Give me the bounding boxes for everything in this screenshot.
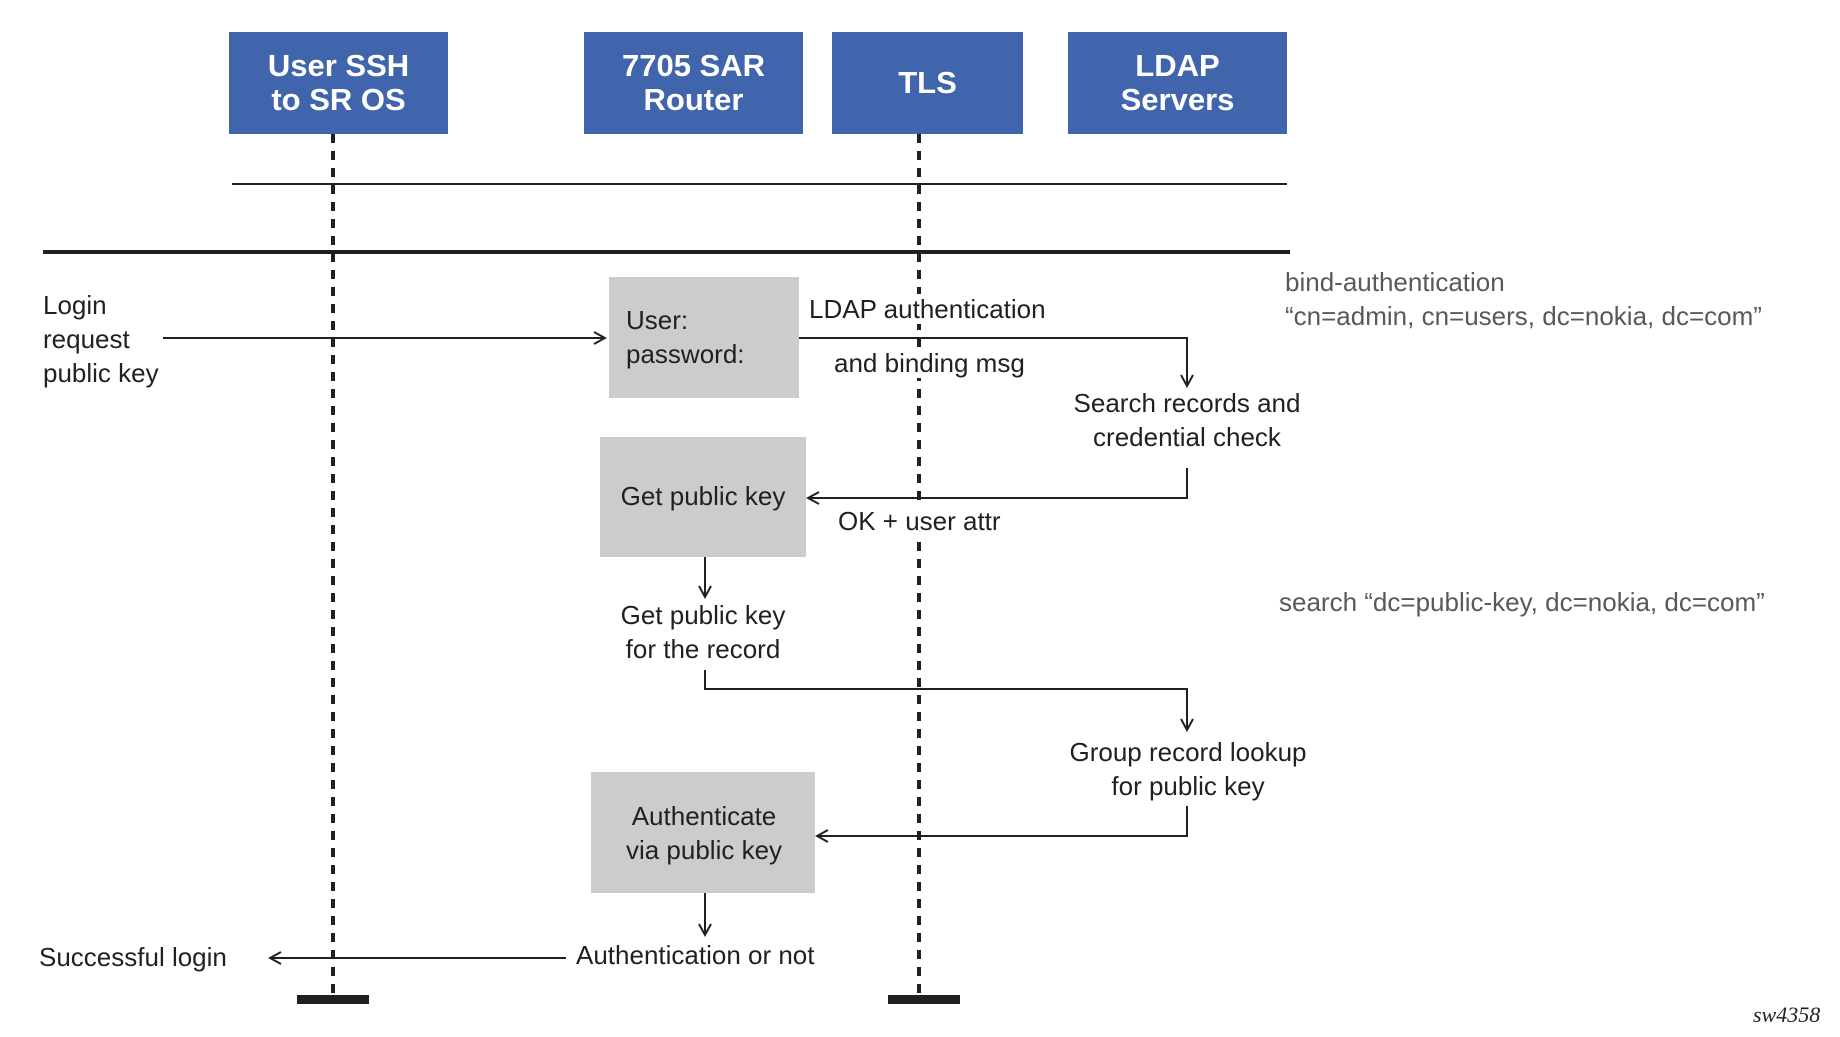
arrow-group-return xyxy=(817,806,1188,836)
authenticate-label: Authenticate via public key xyxy=(626,799,782,867)
authentication-or-not-label: Authentication or not xyxy=(576,940,815,970)
participant-label: LDAP xyxy=(1135,48,1220,83)
text-line: OK + user attr xyxy=(836,506,1003,536)
participant-ldap: LDAP Servers xyxy=(1068,32,1287,134)
get-public-key-label: Get public key xyxy=(620,481,786,511)
participant-label: TLS xyxy=(898,65,957,100)
terminator-user xyxy=(297,995,369,1004)
text-line: Search records and xyxy=(1073,388,1301,418)
text-line: request xyxy=(43,324,130,354)
text-line: for public key xyxy=(1111,771,1265,801)
text-line: “cn=admin, cn=users, dc=nokia, dc=com” xyxy=(1285,301,1762,331)
text-line: via public key xyxy=(625,835,783,865)
ldap-auth-msg-bottom: and binding msg xyxy=(832,346,1027,380)
text-line: Authenticate xyxy=(631,801,777,831)
participant-label: User SSH xyxy=(267,48,410,83)
text-line: Login xyxy=(43,290,107,320)
text-line: password: xyxy=(626,339,745,369)
text-line: Group record lookup xyxy=(1069,737,1307,767)
terminator-tls xyxy=(888,995,960,1004)
arrow-ok-user-attr xyxy=(808,468,1188,498)
text-line: for the record xyxy=(625,634,781,664)
ldap-auth-msg-top: LDAP authentication xyxy=(807,292,1048,326)
successful-login-label: Successful login xyxy=(39,942,227,972)
participant-label: Router xyxy=(643,82,744,117)
get-public-key-record-label: Get public key for the record xyxy=(621,598,786,666)
ok-user-attr-label: OK + user attr xyxy=(836,504,1003,538)
text-line: LDAP authentication xyxy=(807,294,1048,324)
participant-label: to SR OS xyxy=(271,82,406,117)
participant-user-ssh: User SSH to SR OS xyxy=(229,32,448,134)
figure-id: sw4358 xyxy=(1753,1002,1821,1027)
user-password-label: User: password: xyxy=(626,303,745,371)
text-line: bind-authentication xyxy=(1285,267,1505,297)
text-line: public key xyxy=(43,358,159,388)
login-request-label: Login request public key xyxy=(43,288,159,390)
search-note: search “dc=public-key, dc=nokia, dc=com” xyxy=(1279,587,1765,617)
text-line: Get public key xyxy=(620,600,786,630)
text-line: User: xyxy=(626,305,689,335)
participant-label: Servers xyxy=(1120,82,1235,117)
text-line: credential check xyxy=(1093,422,1281,452)
arrow-group-lookup xyxy=(704,670,1187,730)
participant-tls: TLS xyxy=(832,32,1023,134)
participant-router: 7705 SAR Router xyxy=(584,32,803,134)
group-record-lookup-label: Group record lookup for public key xyxy=(1069,735,1306,803)
arrow-ldap-auth xyxy=(797,337,1187,386)
participant-label: 7705 SAR xyxy=(621,48,766,83)
bind-authentication-note: bind-authentication “cn=admin, cn=users,… xyxy=(1285,265,1762,333)
text-line: and binding msg xyxy=(832,348,1027,378)
authenticate-box xyxy=(591,772,815,893)
user-password-box xyxy=(609,277,799,398)
get-public-key-box xyxy=(600,437,806,557)
search-records-label: Search records and credential check xyxy=(1074,386,1301,454)
